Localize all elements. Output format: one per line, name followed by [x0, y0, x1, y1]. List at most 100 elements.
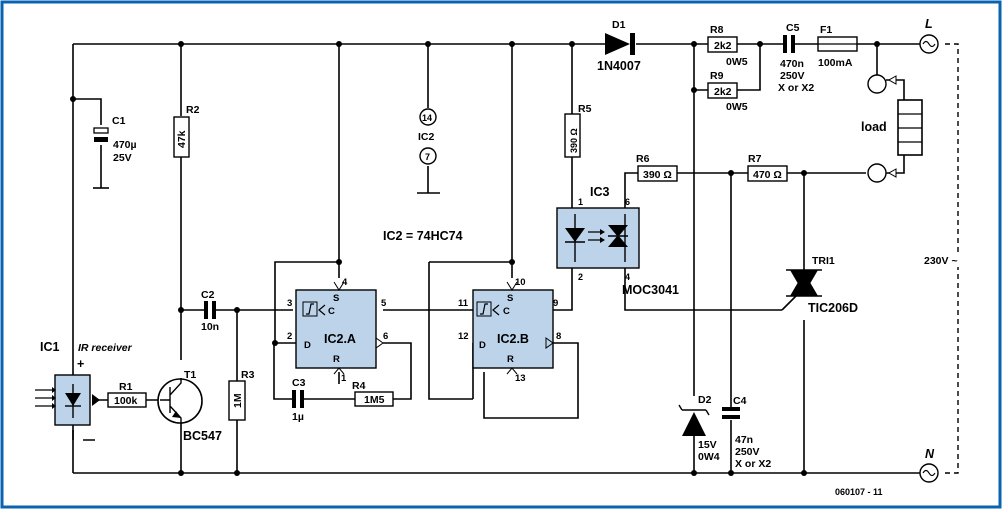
r1-resistor: R1 100k — [107, 381, 147, 408]
d1-diode: D1 1N4007 — [597, 19, 641, 73]
r6-value: 390 Ω — [643, 169, 672, 181]
c5-voltage: 250V — [780, 70, 805, 82]
r8-value: 2k2 — [714, 40, 732, 52]
ic3-pin1: 1 — [578, 197, 583, 207]
r2-value: 47k — [176, 130, 188, 148]
line-label: L — [925, 17, 933, 31]
ic2a-c: C — [328, 306, 335, 317]
ic2a-pin6: 6 — [383, 331, 388, 342]
c2-value: 10n — [201, 321, 219, 333]
load-block: load — [861, 74, 923, 183]
tri1-triac: TRI1 TIC206D — [781, 255, 858, 315]
ic2a-pin4: 4 — [342, 277, 348, 288]
f1-value: 100mA — [818, 57, 853, 69]
ic2-pin-7: 7 — [425, 152, 430, 162]
r4-resistor: R4 1M5 — [352, 380, 394, 407]
f1-label: F1 — [820, 24, 832, 36]
figure-reference: 060107 - 11 — [835, 487, 883, 497]
ic2a-flipflop: S C D R IC2.A 4 3 5 2 6 1 — [287, 277, 388, 384]
r8-resistor: R8 2k2 0W5 — [707, 24, 748, 68]
r2-label: R2 — [186, 104, 200, 116]
ic3-type: MOC3041 — [622, 283, 679, 297]
r5-label: R5 — [578, 103, 592, 115]
r9-resistor: R9 2k2 0W5 — [707, 70, 748, 113]
r2-resistor: R2 47k — [173, 104, 200, 158]
r7-value: 470 Ω — [753, 169, 782, 181]
r4-value: 1M5 — [364, 394, 385, 406]
c4-value: 47n — [735, 434, 753, 446]
ic2b-pin12: 12 — [458, 331, 469, 342]
r5-resistor: R5 390 Ω — [564, 103, 592, 158]
r6-resistor: R6 390 Ω — [636, 153, 678, 182]
ic2b-pin9: 9 — [553, 298, 558, 309]
c5-class: X or X2 — [778, 82, 814, 94]
t1-label: T1 — [184, 369, 196, 381]
ic3-pin4: 4 — [625, 272, 630, 282]
r1-label: R1 — [119, 381, 133, 393]
c1-value: 470µ — [113, 139, 137, 151]
c3-capacitor: C3 1µ — [292, 377, 306, 423]
ic2-pin-14: 14 — [422, 113, 432, 123]
mains-voltage: 230V ~ — [924, 255, 958, 267]
ic2a-pin2: 2 — [287, 331, 292, 342]
junction-dots — [70, 41, 880, 476]
c4-class: X or X2 — [735, 458, 771, 470]
c1-label: C1 — [112, 115, 126, 127]
r3-value: 1M — [232, 393, 244, 408]
ic2b-r: R — [507, 354, 514, 365]
r4-label: R4 — [352, 380, 366, 392]
ic2b-pin13: 13 — [515, 373, 526, 384]
ic2a-s: S — [333, 293, 339, 304]
r9-power: 0W5 — [726, 101, 748, 113]
ir-receiver-label: IR receiver — [78, 342, 133, 354]
d1-type: 1N4007 — [597, 59, 641, 73]
ic2b-s: S — [507, 293, 513, 304]
c3-value: 1µ — [292, 411, 304, 423]
c1-capacitor: C1 470µ 25V — [93, 115, 137, 189]
ic1-label: IC1 — [40, 340, 60, 354]
ic2b-label: IC2.B — [497, 332, 529, 346]
ic2a-pin3: 3 — [287, 298, 292, 309]
c2-capacitor: C2 10n — [201, 289, 219, 333]
d2-power: 0W4 — [698, 451, 720, 463]
d2-label: D2 — [698, 394, 712, 406]
r8-label: R8 — [710, 24, 724, 36]
mains-terminals: L N 230V ~ — [919, 17, 966, 483]
ic2-power-pins: 14 IC2 7 IC2 = 74HC74 — [383, 108, 463, 243]
ic2b-flipflop: S C D R IC2.B 10 11 9 12 8 13 — [458, 277, 561, 384]
ic3-label: IC3 — [590, 185, 610, 199]
c5-value: 470n — [780, 58, 804, 70]
r3-label: R3 — [241, 369, 255, 381]
r3-resistor: R3 1M — [228, 369, 255, 421]
ic2a-label: IC2.A — [324, 332, 356, 346]
tri1-type: TIC206D — [808, 301, 858, 315]
r7-label: R7 — [748, 153, 762, 165]
ic2a-d: D — [304, 340, 311, 351]
r6-label: R6 — [636, 153, 650, 165]
ic2b-pin10: 10 — [515, 277, 526, 288]
c5-label: C5 — [786, 22, 800, 34]
ic1-ir-receiver: IC1 IR receiver + — [35, 340, 133, 441]
load-label: load — [861, 120, 887, 134]
neutral-label: N — [925, 447, 935, 461]
ic2b-pin8: 8 — [556, 331, 561, 342]
ic2a-pin5: 5 — [381, 298, 387, 309]
r8-power: 0W5 — [726, 56, 748, 68]
ic2b-pin11: 11 — [458, 298, 469, 309]
ic2b-c: C — [503, 306, 510, 317]
c5-capacitor: C5 470n 250V X or X2 — [778, 22, 814, 94]
c2-label: C2 — [201, 289, 215, 301]
r7-resistor: R7 470 Ω — [747, 153, 788, 182]
c1-voltage: 25V — [113, 152, 132, 164]
r1-value: 100k — [114, 395, 138, 407]
ic2a-r: R — [333, 354, 340, 365]
ic2a-pin1: 1 — [341, 373, 347, 384]
plus-label: + — [77, 357, 84, 371]
f1-fuse: F1 100mA — [817, 24, 858, 69]
d2-zener: D2 15V 0W4 — [678, 394, 720, 463]
ic2-type: IC2 = 74HC74 — [383, 229, 463, 243]
c4-label: C4 — [733, 395, 747, 407]
